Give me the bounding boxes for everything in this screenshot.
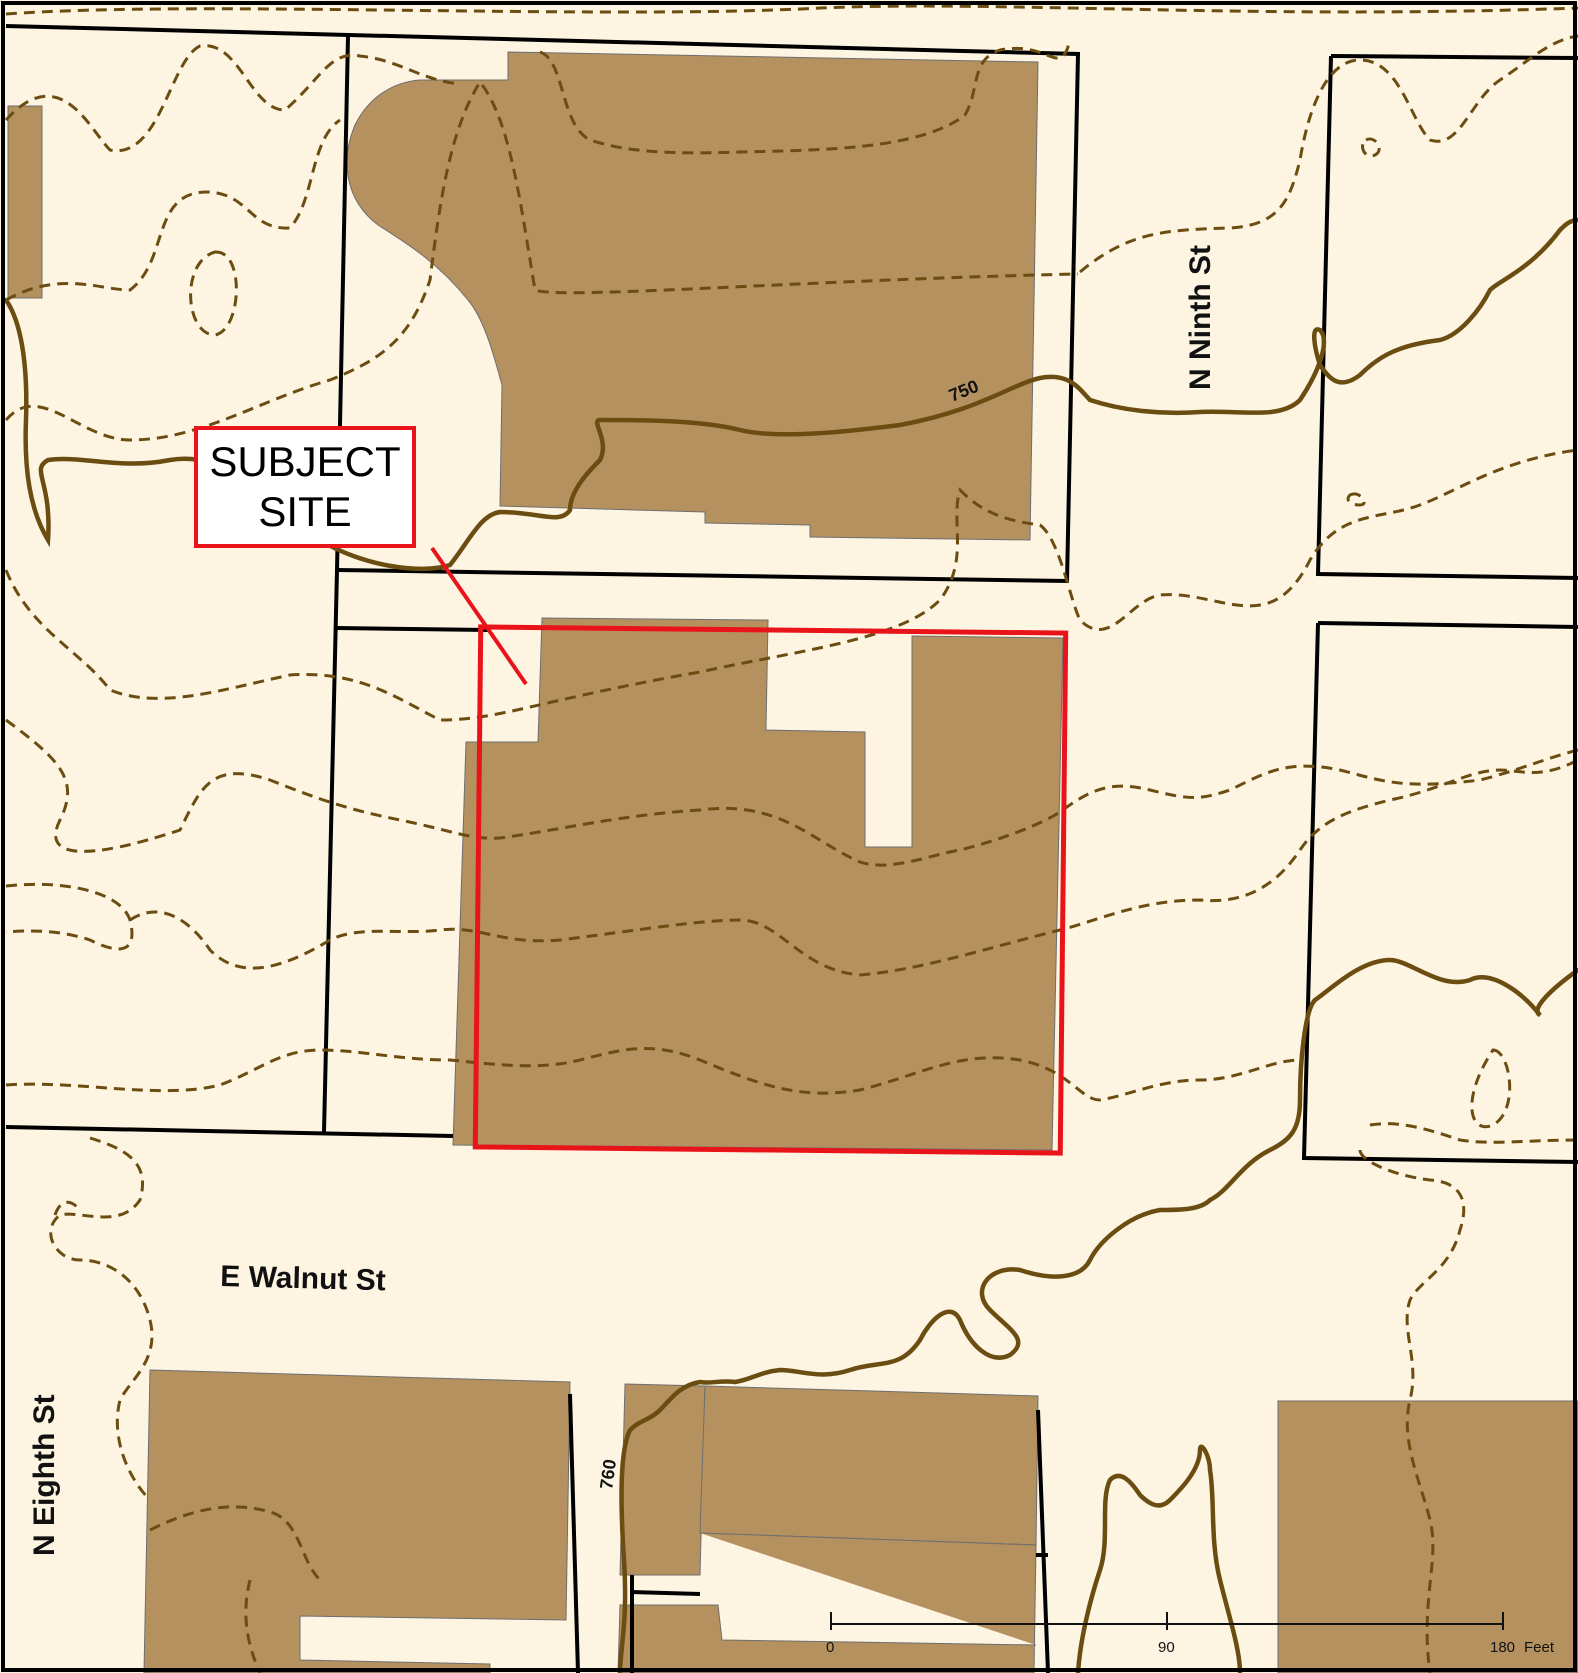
parcel-line — [1036, 1409, 1050, 1673]
building-west-strip — [7, 105, 43, 299]
callout-line-2: SITE — [258, 488, 352, 535]
contour-minor — [53, 1200, 82, 1216]
parcel-line — [1301, 622, 1578, 1164]
parcel-line — [568, 1393, 580, 1673]
contour-minor — [539, 39, 1072, 155]
street-label-e-walnut: E Walnut St — [220, 1260, 386, 1297]
scale-bar-label-180: 180 — [1490, 1639, 1515, 1656]
contour-minor — [149, 1505, 322, 1582]
building-north — [346, 51, 1039, 541]
buildings — [7, 51, 1578, 1673]
street-label-n-eighth: N Eighth St — [28, 1394, 61, 1556]
parcel-lines — [5, 24, 1578, 1673]
building-southeast — [1277, 1400, 1578, 1673]
parcel-line — [1330, 54, 1578, 60]
contour-minor — [4, 79, 1079, 442]
contour-minor — [1470, 1048, 1512, 1129]
contour-minor — [5, 4, 1578, 16]
parcel-line — [1315, 55, 1578, 580]
building-southwest — [143, 1369, 571, 1673]
contour-minor — [5, 882, 134, 951]
parcel-line — [5, 24, 1081, 584]
contour-minor — [189, 250, 238, 337]
contour-minor — [1369, 1122, 1578, 1144]
contour-minor — [1361, 137, 1381, 158]
contour-760-east — [617, 957, 1578, 1673]
contour-minor — [49, 1136, 154, 1502]
contour-750 — [597, 217, 1578, 437]
contour-760-south — [1075, 1444, 1243, 1673]
building-south-center-c — [617, 1532, 1037, 1673]
parcel-line — [631, 1590, 701, 1596]
subject-site-callout: SUBJECT SITE — [194, 426, 416, 548]
minor-contours — [4, 4, 1578, 1673]
contour-minor — [5, 118, 341, 302]
contour-minor — [129, 758, 1578, 977]
callout-line-1: SUBJECT — [209, 438, 401, 485]
scale-bar: 0 90 180 Feet — [826, 1612, 1555, 1656]
building-subject[interactable] — [452, 617, 1064, 1151]
scale-bar-unit: Feet — [1524, 1639, 1555, 1656]
contour-minor — [4, 44, 461, 153]
contour-minor — [5, 718, 1578, 867]
subject-site-outline[interactable] — [472, 624, 1069, 1156]
contour-label-760: 760 — [596, 1458, 620, 1491]
building-south-center-b — [699, 1385, 1039, 1546]
contour-minor — [5, 1046, 1301, 1102]
scale-bar-label-0: 0 — [826, 1639, 834, 1656]
parcel-line — [5, 1125, 454, 1138]
parcel-line — [322, 35, 350, 1133]
contour-minor — [1358, 1149, 1466, 1673]
callout-leader — [430, 546, 528, 686]
contour-minor — [1346, 492, 1366, 507]
parcel-line — [1317, 621, 1578, 629]
contour-minor — [4, 448, 1578, 722]
scale-bar-label-90: 90 — [1158, 1639, 1175, 1656]
street-label-n-ninth: N Ninth St — [1184, 245, 1217, 390]
parcel-line — [336, 626, 489, 632]
contour-minor — [1079, 34, 1578, 274]
building-south-center-a — [619, 1383, 706, 1576]
